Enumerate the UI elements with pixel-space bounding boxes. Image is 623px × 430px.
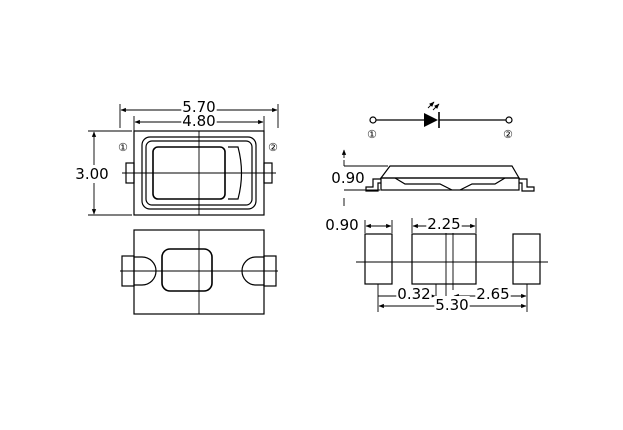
top-view: 5.70 4.80 3.00 ① ② [74, 98, 279, 216]
label-gap: 0.32 [397, 285, 430, 303]
led-symbol: ① ② [367, 101, 513, 141]
dimension-pad-span: 2.25 [411, 215, 477, 233]
side-lead-frame-right [459, 177, 506, 191]
terminal-2 [505, 116, 513, 124]
label-overall-length: 5.70 [182, 98, 215, 116]
pin1-label-top-view: ① [118, 141, 128, 154]
pin1-label-schematic: ① [367, 128, 377, 141]
label-side-thickness: 0.90 [331, 169, 364, 187]
dimension-height: 3.00 [74, 130, 132, 216]
label-pad-offset: 2.65 [476, 285, 509, 303]
label-total-span: 5.30 [435, 296, 468, 314]
footprint-pad-center [411, 233, 477, 285]
footprint-pad-2 [512, 233, 541, 285]
side-lens [379, 165, 521, 179]
label-pad-span: 2.25 [427, 215, 460, 233]
label-pad-width: 0.90 [325, 216, 358, 234]
label-height: 3.00 [75, 165, 108, 183]
terminal-1 [369, 116, 377, 124]
pin2-label-schematic: ② [503, 128, 513, 141]
side-lead-frame-left [394, 177, 453, 191]
side-view: 0.90 [330, 149, 535, 206]
dimension-gap: 0.32 [378, 284, 437, 303]
dimension-pad-width: 0.90 [324, 216, 393, 234]
footprint-pad-1 [364, 233, 393, 285]
side-body [380, 177, 520, 191]
label-body-length: 4.80 [182, 112, 215, 130]
led-diode-symbol-icon [424, 101, 440, 128]
dimension-total-span: 5.30 [377, 284, 527, 314]
dimension-body-length: 4.80 [133, 112, 265, 132]
footprint-view: 0.90 2.25 0.32 2.65 5.30 [324, 215, 548, 314]
side-lead-left [365, 178, 381, 192]
bottom-view [120, 229, 278, 315]
bottom-thermal-pad [161, 248, 213, 292]
pin2-label-top-view: ② [268, 141, 278, 154]
side-lead-right [519, 178, 535, 192]
dimension-overall-length: 5.70 [119, 98, 279, 128]
